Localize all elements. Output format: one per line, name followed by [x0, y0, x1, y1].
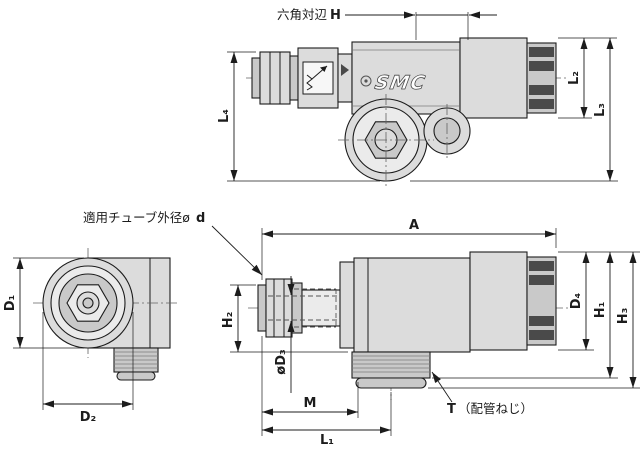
smc-logo: SMC	[360, 71, 429, 94]
callout-thread: T （配管ねじ）	[431, 371, 533, 417]
dimension-D3: øD₃	[274, 276, 295, 393]
dimension-L1: L₁	[262, 392, 392, 448]
dimension-H1: H₁	[432, 252, 618, 379]
thread-label: （配管ねじ）	[458, 401, 533, 416]
dim-label-L2: L₂	[567, 71, 582, 85]
fitting-neck	[301, 289, 346, 327]
dim-label-H3: H₃	[616, 308, 631, 325]
logo-text: SMC	[373, 71, 428, 94]
hex-nut	[469, 251, 528, 351]
dimension-H3: H₃	[428, 252, 640, 389]
check-valve-symbol	[302, 61, 334, 95]
top-side-view: SMC	[246, 37, 566, 188]
dimension-L4: L₄	[217, 51, 380, 182]
thread-symbol: T	[447, 402, 456, 417]
threaded-stud	[113, 347, 159, 381]
dim-label-D1: D₁	[3, 295, 18, 312]
dim-label-A: A	[409, 218, 419, 233]
side-view	[248, 251, 570, 400]
tube-stub	[251, 57, 261, 99]
callout-tube-od: 適用チューブ外径ø d	[83, 210, 263, 276]
dimension-D2: D₂	[42, 312, 134, 425]
knurl-slots	[529, 47, 554, 109]
dimension-D4: D₄	[558, 251, 640, 351]
dimension-L2: L₂	[558, 37, 617, 119]
elbow-body	[353, 257, 471, 353]
dim-label-L3: L₃	[593, 103, 608, 117]
dimension-H2: H₂	[221, 284, 348, 353]
hex-nut	[459, 37, 528, 119]
dimension-A: A	[261, 218, 557, 280]
release-collet	[265, 278, 293, 338]
threaded-stud	[351, 351, 431, 389]
hidden-bore-lines	[268, 288, 344, 328]
dimension-hex-width: 六角対辺 H	[277, 7, 497, 40]
logo-mark-icon	[360, 75, 372, 87]
knurl-slots	[529, 261, 554, 340]
flow-arrow-icon	[341, 64, 349, 76]
tube-stub	[257, 284, 267, 332]
dim-label-D3: øD₃	[274, 349, 289, 374]
front-view	[33, 248, 180, 381]
dim-label-L1: L₁	[320, 433, 334, 448]
dimension-D1: D₁	[3, 257, 84, 349]
dim-label-M: M	[304, 396, 317, 411]
tube-od-symbol: d	[196, 211, 205, 226]
dim-label-H2: H₂	[221, 312, 236, 329]
dim-label-D2: D₂	[80, 410, 97, 425]
dim-label-D4: D₄	[569, 292, 584, 309]
hex-width-symbol: H	[330, 8, 341, 23]
release-collet	[259, 51, 291, 105]
dim-label-L4: L₄	[217, 109, 232, 123]
dim-label-H1: H₁	[593, 302, 608, 319]
dimension-M: M	[261, 336, 359, 436]
hex-width-label: 六角対辺	[277, 7, 328, 22]
tube-od-label: 適用チューブ外径ø	[83, 210, 190, 225]
dimension-L3: L₃	[410, 38, 618, 182]
